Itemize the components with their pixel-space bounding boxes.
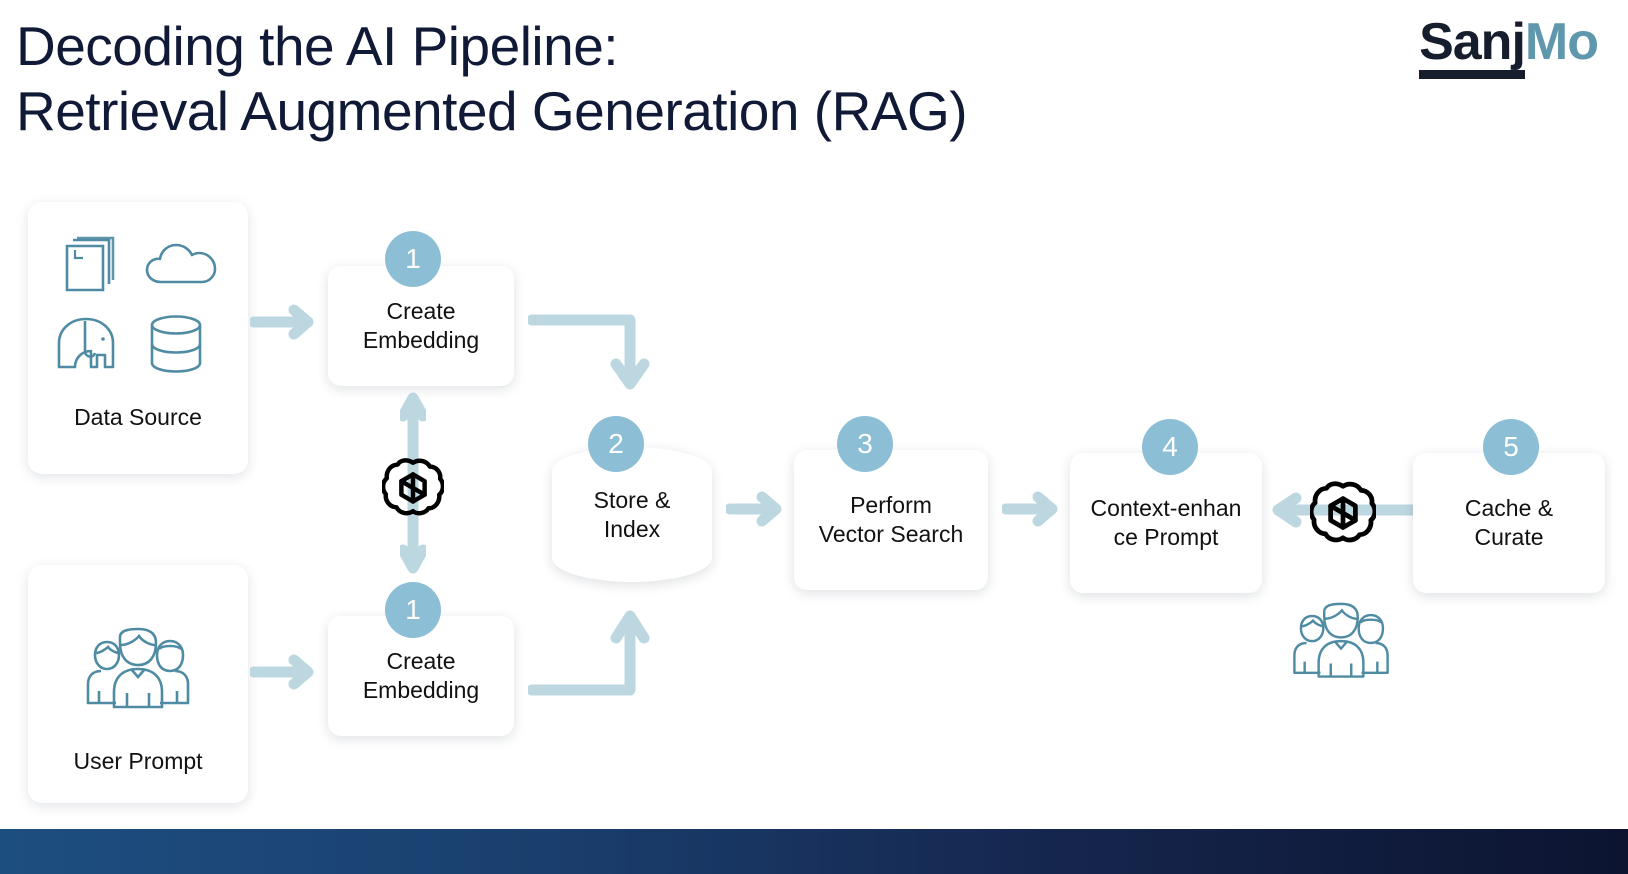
box-context-enhance-prompt[interactable]: Context-enhan ce Prompt	[1070, 453, 1262, 593]
cloud-icon	[143, 228, 223, 305]
store-and-index-label: Store & Index	[593, 486, 671, 542]
database-icon	[143, 311, 223, 382]
logo-sanj-text: Sanj	[1419, 16, 1526, 79]
openai-logo-right	[1308, 478, 1378, 549]
step-badge-4: 4	[1142, 419, 1198, 475]
people-icon	[75, 627, 201, 720]
documents-icon	[53, 228, 133, 305]
elbow-embedding-to-store-top	[526, 312, 658, 407]
user-prompt-label: User Prompt	[73, 748, 203, 774]
perform-vector-search-label: Perform Vector Search	[818, 492, 964, 547]
card-user-prompt[interactable]: User Prompt	[28, 565, 248, 803]
box-store-and-index[interactable]: Store & Index	[552, 447, 712, 582]
arrow-userprompt-to-embedding	[248, 650, 320, 699]
bottom-accent-bar	[0, 829, 1628, 874]
elbow-embedding-to-store-bottom	[526, 608, 658, 703]
create-embedding-top-label: Create Embedding	[362, 298, 480, 353]
box-cache-and-curate[interactable]: Cache & Curate	[1413, 453, 1605, 593]
box-create-embedding-top[interactable]: Create Embedding	[328, 266, 514, 386]
step-badge-2: 2	[588, 416, 644, 472]
arrow-datasource-to-embedding	[248, 300, 320, 349]
context-enhance-prompt-label: Context-enhan ce Prompt	[1090, 495, 1242, 550]
step-badge-3: 3	[837, 416, 893, 472]
sanjmo-logo: Sanj Mo	[1419, 13, 1599, 79]
arrow-search-to-context	[1000, 487, 1064, 536]
card-data-source[interactable]: Data Source	[28, 202, 248, 474]
create-embedding-bottom-label: Create Embedding	[362, 648, 480, 703]
logo-mo-text: Mo	[1524, 13, 1599, 71]
people-icon-floating	[1282, 602, 1400, 689]
arrow-store-to-search	[724, 487, 788, 536]
page-title: Decoding the AI Pipeline: Retrieval Augm…	[16, 15, 968, 142]
step-badge-5: 5	[1483, 419, 1539, 475]
data-source-label: Data Source	[74, 404, 202, 430]
data-source-icon-grid	[53, 228, 223, 382]
box-perform-vector-search[interactable]: Perform Vector Search	[794, 450, 988, 590]
openai-logo-left	[380, 455, 446, 522]
step-badge-1-top: 1	[385, 231, 441, 287]
elephant-icon	[53, 311, 133, 382]
cache-and-curate-label: Cache & Curate	[1464, 495, 1554, 550]
step-badge-1-bottom: 1	[385, 582, 441, 638]
